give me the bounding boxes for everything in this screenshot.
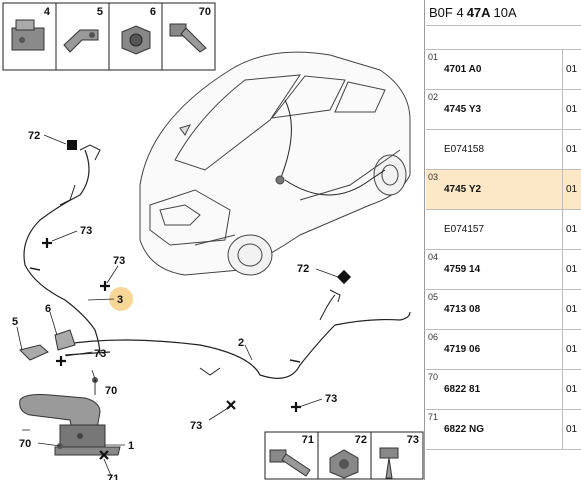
parts-list-panel: B0F 4 47A 10A 01 4701 A0 01 02 4745 Y3 0…	[426, 0, 581, 480]
part-row[interactable]: 02 4745 Y3 01	[426, 90, 581, 130]
callout-3-highlight	[109, 287, 133, 311]
part-quantity: 01	[566, 424, 578, 435]
svg-text:6: 6	[150, 6, 156, 18]
car-illustration	[139, 51, 411, 276]
leader-lines	[16, 134, 339, 479]
parts-diagram: 4 5 6 70	[2, 0, 425, 480]
part-group: 06	[428, 332, 439, 342]
svg-text:5: 5	[97, 6, 103, 18]
part-reference[interactable]: E074158	[444, 144, 485, 155]
brake-cables	[23, 144, 411, 379]
marker-73-plus	[42, 238, 301, 412]
part-reference[interactable]: 4713 08	[444, 304, 481, 315]
callout-70-right[interactable]: 70	[105, 385, 117, 397]
part-quantity: 01	[566, 384, 578, 395]
part-row[interactable]: 01 4701 A0 01	[426, 50, 581, 90]
handbrake-lever	[19, 329, 121, 456]
part-reference[interactable]: 4701 A0	[444, 64, 482, 75]
thumbnail-strip-bottom: 71 72 73	[264, 431, 424, 480]
svg-text:4: 4	[44, 6, 51, 18]
marker-73-cross	[99, 400, 236, 460]
callout-73-mid[interactable]: 73	[113, 255, 125, 267]
svg-text:73: 73	[407, 434, 419, 446]
thumbnail-part-4[interactable]: 4	[11, 6, 51, 51]
thumbnail-part-5[interactable]: 5	[63, 6, 103, 53]
part-row-selected[interactable]: 03 4745 Y2 01	[426, 170, 581, 210]
part-row[interactable]: 04 4759 14 01	[426, 250, 581, 290]
callout-6[interactable]: 6	[45, 303, 51, 315]
callout-labels: 72 73 73 3 5 6 73 70 70 71 1 2 72 73 73	[12, 130, 337, 480]
thumbnail-part-72[interactable]: 72	[329, 434, 367, 479]
part-reference[interactable]: 4719 06	[444, 344, 481, 355]
thumbnail-part-6[interactable]: 6	[121, 6, 156, 55]
panel-spacer	[426, 26, 581, 50]
part-row[interactable]: 05 4713 08 01	[426, 290, 581, 330]
svg-text:72: 72	[355, 434, 367, 446]
callout-5[interactable]: 5	[12, 316, 18, 328]
callout-3[interactable]: 3	[117, 294, 123, 306]
part-quantity: 01	[566, 264, 578, 275]
part-row[interactable]: 71 6822 NG 01	[426, 410, 581, 450]
part-row[interactable]: E074157 01	[426, 210, 581, 250]
callout-1[interactable]: 1	[128, 440, 134, 452]
callout-73-lower-left[interactable]: 73	[94, 348, 106, 360]
part-group: 05	[428, 292, 439, 302]
panel-header: B0F 4 47A 10A	[426, 0, 581, 26]
callout-73-upper[interactable]: 73	[80, 225, 92, 237]
part-quantity: 01	[566, 104, 578, 115]
part-reference[interactable]: 4745 Y3	[444, 104, 482, 115]
part-group: 03	[428, 172, 439, 182]
marker-72-right	[336, 269, 352, 285]
thumbnail-part-70[interactable]: 70	[169, 6, 211, 53]
part-quantity: 01	[566, 144, 578, 155]
callout-73-bottom[interactable]: 73	[190, 420, 202, 432]
part-row[interactable]: 06 4719 06 01	[426, 330, 581, 370]
callout-72-right[interactable]: 72	[297, 263, 309, 275]
svg-text:71: 71	[302, 434, 314, 446]
part-group: 02	[428, 92, 439, 102]
thumbnail-part-73[interactable]: 73	[379, 434, 419, 479]
part-row[interactable]: E074158 01	[426, 130, 581, 170]
part-group: 70	[428, 372, 439, 382]
marker-72-left	[67, 140, 77, 150]
callout-71[interactable]: 71	[107, 473, 119, 480]
callout-73-lower-right[interactable]: 73	[325, 393, 337, 405]
part-quantity: 01	[566, 184, 578, 195]
part-reference[interactable]: 6822 81	[444, 384, 481, 395]
svg-text:70: 70	[199, 6, 211, 18]
part-quantity: 01	[566, 304, 578, 315]
part-reference[interactable]: 4745 Y2	[444, 184, 482, 195]
callout-72-left[interactable]: 72	[28, 130, 40, 142]
thumbnail-part-71[interactable]: 71	[269, 434, 314, 477]
part-group: 04	[428, 252, 439, 262]
part-group: 01	[428, 52, 439, 62]
header-suffix: 10A	[493, 5, 517, 20]
part-row[interactable]: 70 6822 81 01	[426, 370, 581, 410]
callout-70-left[interactable]: 70	[19, 438, 31, 450]
part-quantity: 01	[566, 64, 578, 75]
header-bold: 47A	[466, 5, 491, 20]
part-reference[interactable]: 6822 NG	[444, 424, 485, 435]
thumbnail-strip-top: 4 5 6 70	[2, 2, 216, 71]
header-prefix: B0F 4	[429, 5, 464, 20]
callout-2[interactable]: 2	[238, 337, 244, 349]
part-reference[interactable]: E074157	[444, 224, 485, 235]
part-quantity: 01	[566, 344, 578, 355]
part-reference[interactable]: 4759 14	[444, 264, 481, 275]
part-group: 71	[428, 412, 439, 422]
part-quantity: 01	[566, 224, 578, 235]
